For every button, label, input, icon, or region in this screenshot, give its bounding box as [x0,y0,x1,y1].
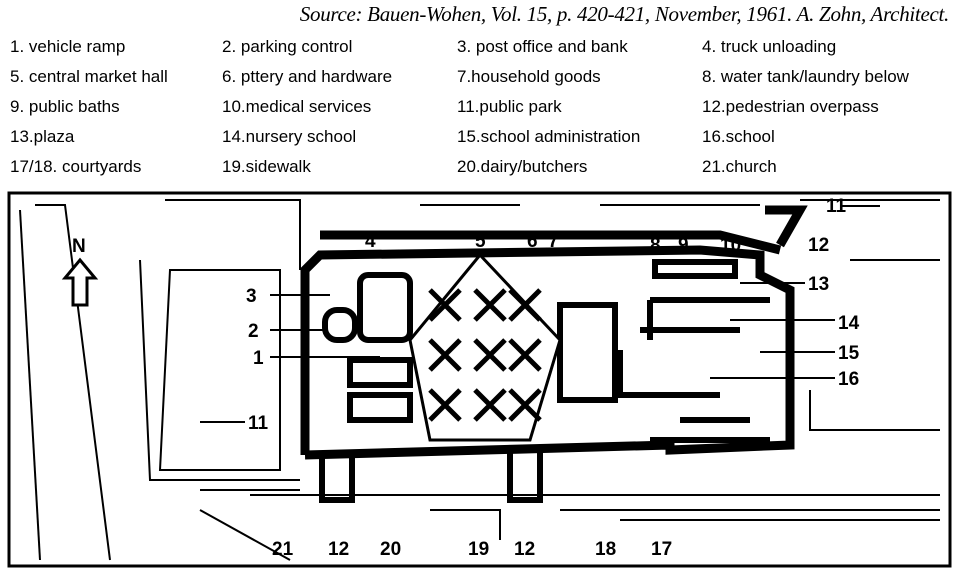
legend-item: 1. vehicle ramp [10,37,126,56]
map-labels: 4 5 6 7 8 9 10 11 12 13 3 14 2 15 1 16 1… [246,196,860,560]
leader-lines [200,205,880,423]
legend-item: 4. truck unloading [702,37,837,56]
legend-item: 11.public park [457,97,562,116]
legend-item: 7.household goods [457,67,601,86]
source-citation: Source: Bauen-Wohen, Vol. 15, p. 420-421… [299,2,950,26]
map-label: 4 [365,231,376,252]
streets [19,199,940,561]
map-label: 11 [248,413,269,434]
map-label: 9 [678,235,689,256]
map-label: 21 [272,539,294,560]
map-label: 16 [838,369,859,390]
map-label: 18 [595,539,616,560]
interior-blocks [322,259,770,443]
map-label: 11 [826,196,847,217]
map-frame [7,191,952,568]
map-label: 15 [838,343,860,364]
map-label: 10 [720,235,741,256]
north-arrow-icon: N [61,236,99,307]
legend-item: 2. parking control [222,37,353,56]
legend-item: 9. public baths [10,97,120,116]
map-label: 19 [468,539,489,560]
map-label: 17 [651,539,672,560]
legend-item: 19.sidewalk [222,157,311,176]
map-label: 5 [475,231,486,252]
map-label: 1 [253,348,264,369]
legend-item: 12.pedestrian overpass [702,97,879,116]
market-building [300,205,808,460]
north-label: N [72,236,86,257]
legend-item: 16.school [702,127,775,146]
map-label: 12 [514,539,535,560]
legend-item: 5. central market hall [10,67,168,86]
map-label: 8 [650,235,661,256]
map-label: 12 [328,539,349,560]
map-label: 13 [808,274,829,295]
legend: 1. vehicle ramp 2. parking control 3. po… [10,36,961,178]
legend-item: 14.nursery school [222,127,357,146]
legend-item: 17/18. courtyards [10,157,142,176]
legend-item: 10.medical services [222,97,372,116]
legend-item: 6. pttery and hardware [222,67,393,86]
map-label: 7 [548,231,559,252]
legend-item: 13.plaza [10,127,75,146]
legend-item: 15.school administration [457,127,641,146]
map-label: 2 [248,321,259,342]
pedestrian-overpasses [319,447,543,503]
map-label: 6 [527,231,538,252]
map-label: 12 [808,235,829,256]
legend-item: 3. post office and bank [457,37,628,56]
legend-item: 8. water tank/laundry below [702,67,909,86]
map-label: 20 [380,539,401,560]
legend-item: 21.church [702,157,777,176]
legend-item: 20.dairy/butchers [457,157,588,176]
central-market-hall-roof [408,252,562,442]
map-label: 14 [838,313,860,334]
map-label: 3 [246,286,257,307]
